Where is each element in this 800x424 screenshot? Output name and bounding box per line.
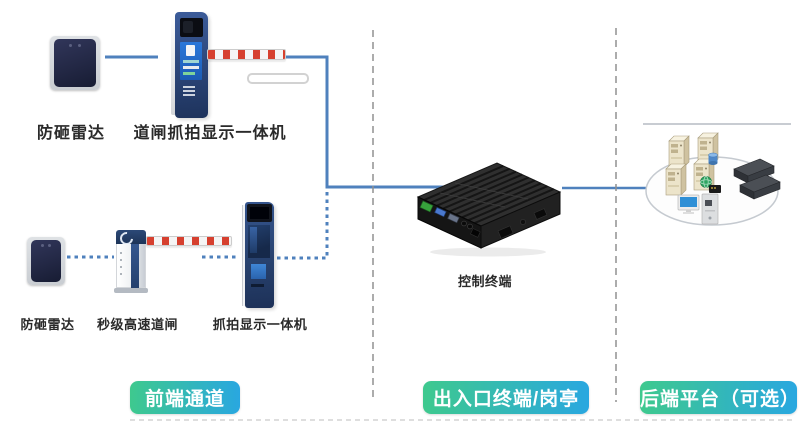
desktop-pc-icon	[677, 193, 719, 225]
wire-lane1-to-terminal	[284, 55, 458, 189]
label-radar-top: 防砸雷达	[36, 125, 105, 142]
gateway-box-icon	[709, 185, 721, 193]
server-cluster-icon	[643, 123, 791, 226]
barrier-arm-top	[207, 49, 286, 60]
label-radar-bottom: 防砸雷达	[20, 317, 75, 332]
radar-body	[54, 39, 96, 87]
anti-smash-radar-bottom	[27, 237, 65, 285]
badge-entrance-terminal: 出入口终端/岗亭	[423, 381, 589, 414]
high-speed-barrier-gate-icon	[114, 229, 148, 293]
camera-window	[180, 18, 203, 37]
server-tower-icon	[668, 135, 690, 168]
label-capture-display: 抓拍显示一体机	[212, 317, 308, 332]
kiosk-screen	[251, 264, 266, 279]
barrier-camera-kiosk-icon	[171, 12, 208, 118]
server-tower-icon	[665, 163, 687, 196]
label-speed-gate: 秒级高速道闸	[96, 317, 178, 332]
barrier-arm-lowered	[247, 73, 309, 84]
wire-lane2-to-junction	[277, 192, 329, 260]
camera-window	[247, 204, 272, 222]
database-icon	[708, 152, 718, 165]
storage-unit-icon	[733, 158, 781, 200]
industrial-control-box-icon	[416, 162, 562, 257]
kiosk-logo	[183, 86, 195, 96]
anti-smash-radar-top	[50, 36, 100, 90]
kiosk-screen	[180, 42, 202, 80]
label-control-terminal: 控制终端	[457, 274, 512, 289]
badge-backend-platform: 后端平台（可选）	[640, 381, 799, 414]
capture-display-kiosk-icon	[240, 202, 274, 308]
badge-front-channel: 前端通道	[130, 381, 240, 414]
barrier-arm-bottom	[146, 236, 232, 246]
label-gate-camera-top: 道闸抓拍显示一体机	[133, 125, 287, 142]
